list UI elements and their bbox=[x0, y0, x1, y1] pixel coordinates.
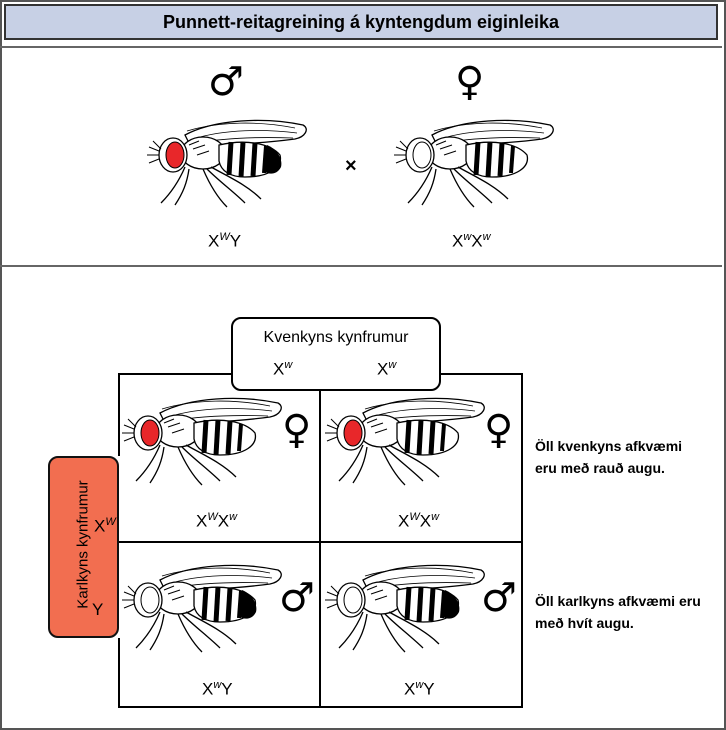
white-eye bbox=[343, 586, 363, 614]
male-parent-genotype: XWY bbox=[208, 231, 242, 251]
male-gamete-2: Y bbox=[92, 600, 104, 619]
male-abdomen-tip bbox=[441, 590, 460, 619]
cell-3-sex-symbol: ♂ bbox=[279, 575, 315, 621]
white-eye bbox=[140, 586, 160, 614]
white-eye bbox=[412, 141, 432, 169]
female-gametes-label: Kvenkyns kynfrumur bbox=[263, 329, 409, 346]
offspring-fly-female-2 bbox=[323, 393, 483, 493]
male-abdomen-tip bbox=[263, 145, 282, 174]
grid-left-lower bbox=[118, 638, 120, 708]
female-gamete-2: Xw bbox=[377, 359, 397, 379]
cell-4-genotype: XwY bbox=[404, 679, 435, 699]
female-parent-fly bbox=[392, 115, 552, 215]
male-symbol: ♂ bbox=[208, 59, 244, 105]
red-eye bbox=[140, 419, 160, 447]
cell-2-sex-symbol: ♀ bbox=[484, 407, 514, 453]
offspring-fly-male-2 bbox=[323, 560, 483, 660]
female-gamete-1: Xw bbox=[273, 359, 293, 379]
female-gametes-box: Kvenkyns kynfrumur Xw Xw bbox=[231, 317, 441, 391]
grid-left-upper bbox=[118, 373, 120, 456]
cell-4-sex-symbol: ♂ bbox=[481, 575, 517, 621]
red-eye bbox=[165, 141, 185, 169]
offspring-fly-male-1 bbox=[120, 560, 280, 660]
male-abdomen-tip bbox=[238, 590, 257, 619]
cell-3-genotype: XwY bbox=[202, 679, 233, 699]
title-divider bbox=[0, 46, 722, 48]
red-eye bbox=[343, 419, 363, 447]
cell-1-sex-symbol: ♀ bbox=[282, 407, 312, 453]
diagram-title: Punnett-reitagreining á kyntengdum eigin… bbox=[4, 4, 718, 40]
male-parent-fly bbox=[145, 115, 305, 215]
cross-symbol: × bbox=[345, 155, 357, 177]
cell-2-genotype: XWXw bbox=[398, 511, 440, 531]
grid-right bbox=[521, 373, 523, 708]
male-gametes-box: Karlkyns kynfrumur XW Y bbox=[48, 456, 119, 638]
male-gametes-label: Karlkyns kynfrumur bbox=[74, 480, 92, 609]
male-gamete-1: XW bbox=[94, 516, 116, 536]
cell-1-genotype: XWXw bbox=[196, 511, 238, 531]
female-symbol: ♀ bbox=[455, 59, 485, 105]
offspring-fly-female-1 bbox=[120, 393, 280, 493]
grid-center-vertical bbox=[319, 391, 321, 708]
grid-top-right bbox=[441, 373, 521, 375]
grid-center-horizontal bbox=[118, 541, 523, 543]
male-offspring-note: Öll karlkyns afkvæmi eru með hvít augu. bbox=[535, 593, 701, 631]
section-divider bbox=[0, 265, 722, 267]
female-offspring-note: Öll kvenkyns afkvæmi eru með rauð augu. bbox=[535, 438, 683, 476]
grid-top-left bbox=[118, 373, 231, 375]
female-parent-genotype: XwXw bbox=[452, 231, 491, 251]
